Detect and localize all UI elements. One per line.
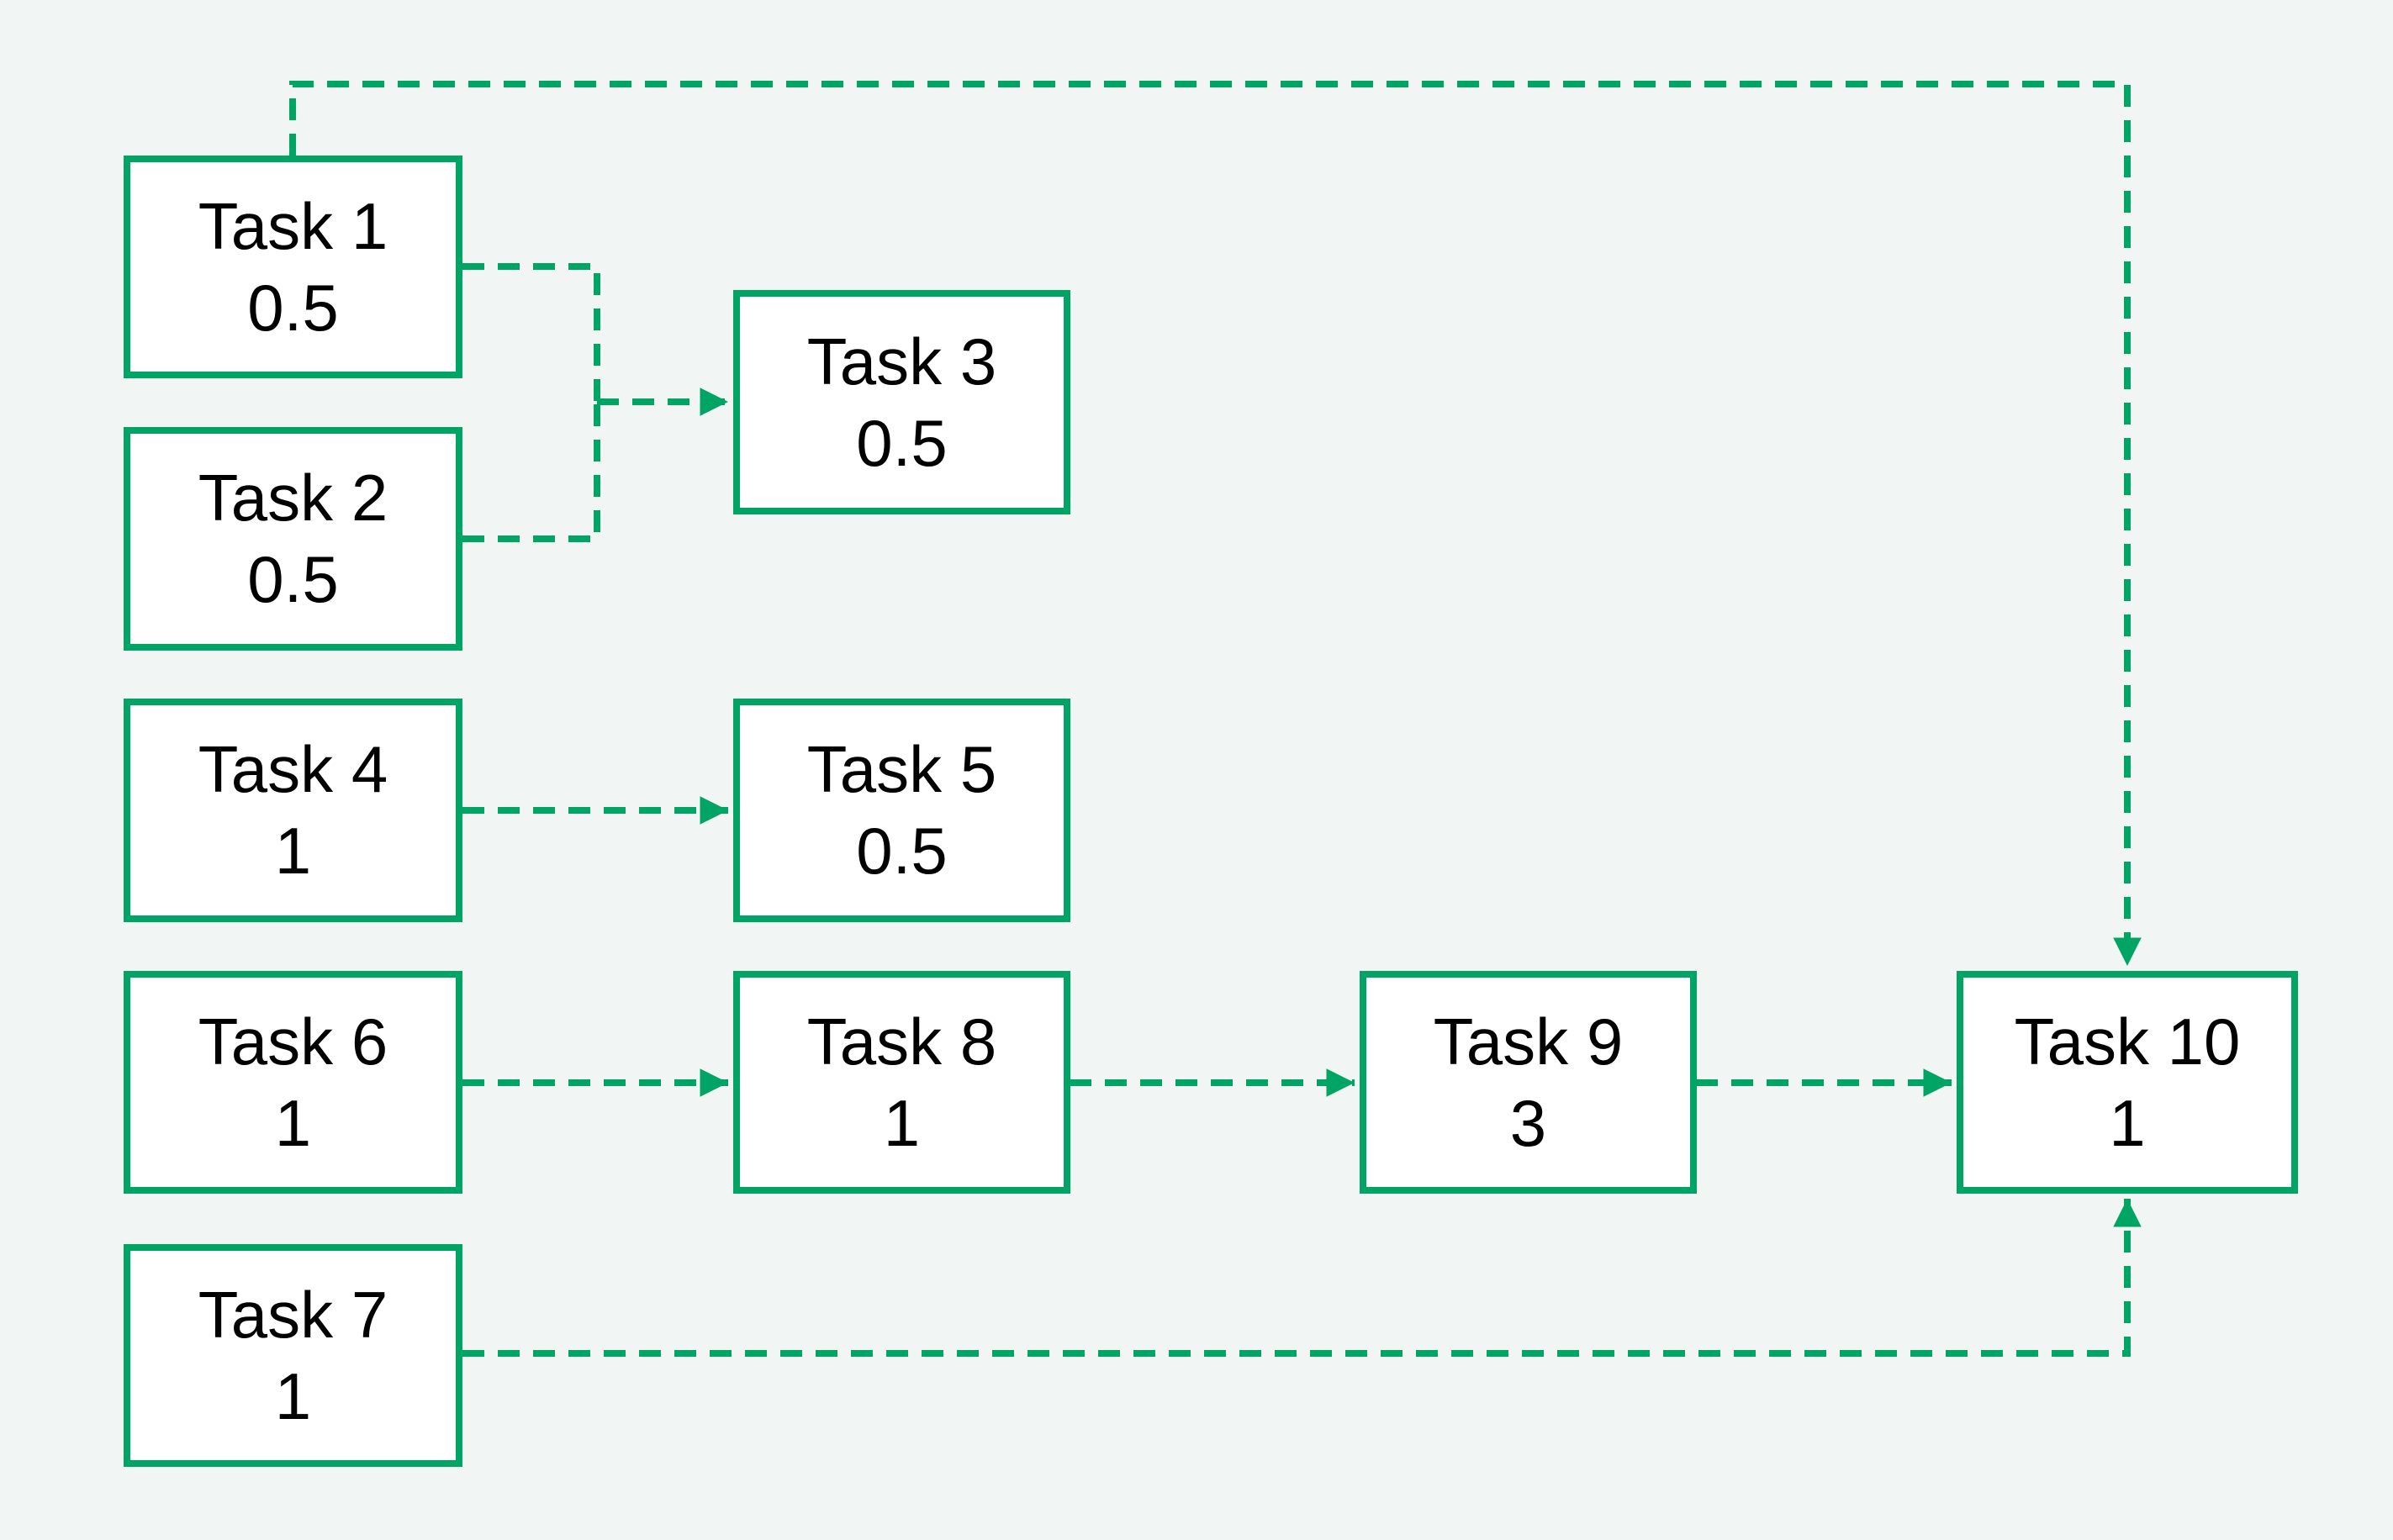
node-task-3: Task 3 0.5 [733, 290, 1070, 514]
node-task-1-value: 0.5 [247, 270, 339, 345]
node-task-7-label: Task 7 [198, 1277, 388, 1352]
node-task-4: Task 4 1 [124, 699, 462, 922]
node-task-5: Task 5 0.5 [733, 699, 1070, 922]
node-task-8: Task 8 1 [733, 971, 1070, 1194]
node-task-6-label: Task 6 [198, 1004, 388, 1079]
edge-task2-merge [462, 402, 600, 542]
node-task-10: Task 10 1 [1957, 971, 2298, 1194]
node-task-6: Task 6 1 [124, 971, 462, 1194]
node-task-7: Task 7 1 [124, 1244, 462, 1467]
node-task-6-value: 1 [274, 1085, 312, 1160]
node-task-10-label: Task 10 [2014, 1004, 2241, 1079]
node-task-9-label: Task 9 [1433, 1004, 1624, 1079]
node-task-5-label: Task 5 [806, 732, 997, 806]
node-task-5-value: 0.5 [856, 814, 948, 888]
node-task-4-label: Task 4 [198, 732, 388, 806]
edge-task1-merge [462, 263, 600, 402]
node-task-9-value: 3 [1509, 1085, 1547, 1160]
edge-task7-task10 [462, 1199, 2142, 1357]
node-task-3-label: Task 3 [806, 324, 997, 398]
node-task-9: Task 9 3 [1360, 971, 1697, 1194]
node-task-10-value: 1 [2109, 1085, 2146, 1160]
edge-task1-task10 [289, 81, 2142, 966]
node-task-8-value: 1 [883, 1085, 921, 1160]
node-task-1: Task 1 0.5 [124, 156, 462, 378]
node-task-2-value: 0.5 [247, 542, 339, 616]
node-task-7-value: 1 [274, 1358, 312, 1433]
node-task-8-label: Task 8 [806, 1004, 997, 1079]
node-task-1-label: Task 1 [198, 188, 388, 263]
node-task-3-value: 0.5 [856, 405, 948, 480]
node-task-4-value: 1 [274, 814, 312, 888]
node-task-2-label: Task 2 [198, 461, 388, 535]
node-task-2: Task 2 0.5 [124, 427, 462, 651]
